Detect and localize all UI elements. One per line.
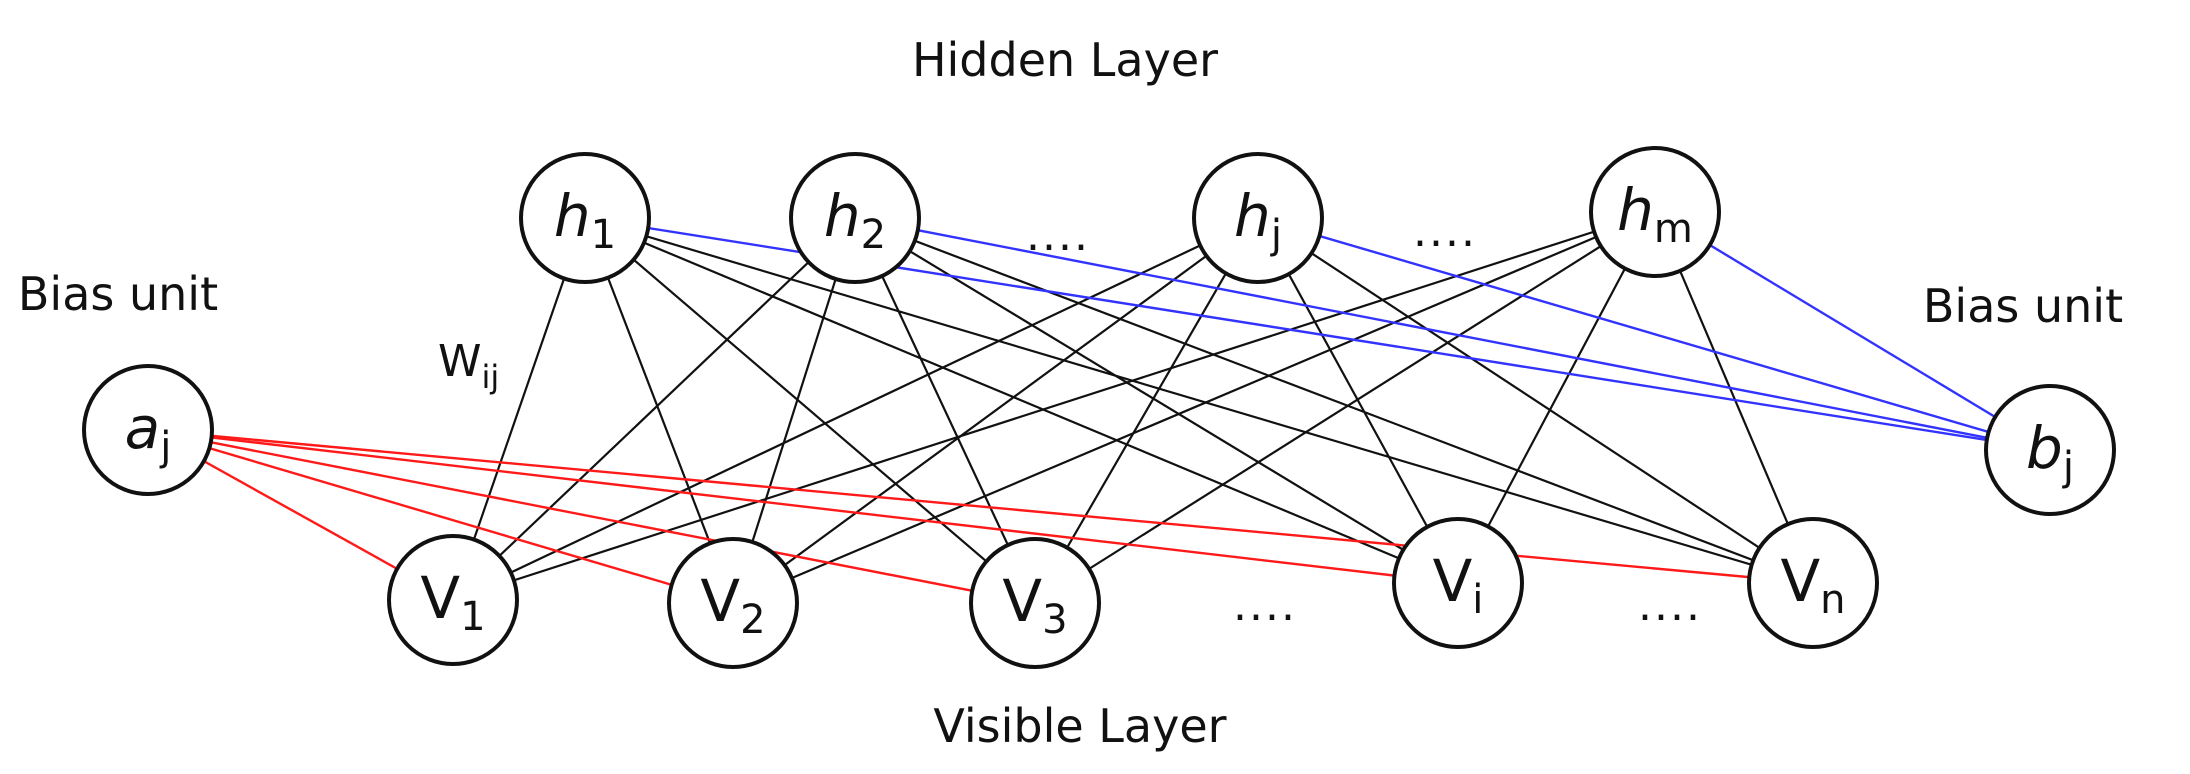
node-circle-vn: [1747, 517, 1879, 649]
node-circle-v3: [969, 537, 1101, 669]
node-label-hm: hm: [1617, 176, 1693, 252]
edge-bias-a-vn: [147, 428, 1814, 585]
node-subscript-v3: 3: [1042, 597, 1067, 643]
node-circle-v2: [667, 537, 799, 669]
node-symbol-b: b: [2026, 414, 2063, 482]
node-b: bj: [1984, 384, 2116, 516]
node-subscript-b: j: [2062, 444, 2074, 490]
edge-hm-vn: [1653, 211, 1815, 584]
node-vi: Vi: [1392, 517, 1524, 649]
node-label-b: bj: [2026, 414, 2074, 490]
node-v3: V3: [969, 537, 1101, 669]
hidden-ellipsis-1: ....: [1026, 210, 1090, 261]
node-circle-hj: [1192, 152, 1324, 284]
node-subscript-a: j: [159, 424, 171, 470]
node-symbol-h2: h: [824, 182, 861, 250]
node-label-hj: hj: [1234, 182, 1282, 258]
bias-unit-label-right: Bias unit: [1923, 279, 2123, 333]
hidden-layer-label: Hidden Layer: [912, 33, 1218, 87]
edge-bias-b-h2: [854, 216, 2051, 452]
node-subscript-h1: 1: [591, 212, 616, 258]
node-subscript-hm: m: [1654, 206, 1693, 252]
visible-ellipsis-2: ....: [1638, 580, 1702, 631]
node-label-v3: V3: [1002, 567, 1067, 643]
node-hj: hj: [1192, 152, 1324, 284]
node-symbol-vn: V: [1780, 547, 1820, 615]
node-subscript-hj: j: [1270, 212, 1282, 258]
node-label-vi: Vi: [1433, 547, 1484, 623]
node-hm: hm: [1589, 146, 1721, 278]
node-symbol-hj: h: [1234, 182, 1271, 250]
visible-layer-label: Visible Layer: [933, 699, 1226, 753]
edges-layer: [147, 210, 2051, 605]
weight-label-base: W: [438, 336, 482, 387]
edge-hj-v1: [452, 217, 1259, 601]
node-label-h2: h2: [824, 182, 886, 258]
node-h1: h1: [519, 152, 651, 284]
node-subscript-h2: 2: [861, 212, 886, 258]
edge-h1-v3: [584, 217, 1036, 604]
node-label-a: aj: [125, 394, 172, 470]
node-symbol-v2: V: [700, 567, 740, 635]
node-subscript-v2: 2: [740, 597, 765, 643]
edge-bias-b-hj: [1257, 216, 2051, 452]
edge-hm-vi: [1457, 211, 1656, 584]
edge-hj-vn: [1257, 217, 1814, 584]
edge-bias-a-v3: [147, 428, 1036, 605]
node-symbol-v3: V: [1002, 567, 1042, 635]
weight-label: Wij: [438, 336, 499, 396]
visible-ellipsis-1: ....: [1233, 580, 1297, 631]
node-circle-vi: [1392, 517, 1524, 649]
node-circle-h1: [519, 152, 651, 284]
node-vn: Vn: [1747, 517, 1879, 649]
node-subscript-v1: 1: [460, 594, 485, 640]
node-label-h1: h1: [554, 182, 616, 258]
node-v1: V1: [387, 534, 519, 666]
node-v2: V2: [667, 537, 799, 669]
edge-bias-a-v2: [147, 428, 734, 605]
edge-h2-v1: [452, 217, 856, 601]
edge-h2-vn: [854, 216, 1814, 585]
node-circle-h2: [789, 152, 921, 284]
edge-h2-v3: [854, 217, 1036, 604]
node-circle-a: [82, 364, 214, 496]
node-label-v2: V2: [700, 567, 765, 643]
node-symbol-hm: h: [1617, 176, 1654, 244]
node-h2: h2: [789, 152, 921, 284]
edge-h1-v1: [451, 217, 587, 601]
node-a: aj: [82, 364, 214, 496]
node-label-vn: Vn: [1780, 547, 1845, 623]
node-circle-hm: [1589, 146, 1721, 278]
node-symbol-vi: V: [1433, 547, 1473, 615]
node-circle-b: [1984, 384, 2116, 516]
node-symbol-h1: h: [554, 182, 591, 250]
edge-h2-v2: [731, 217, 857, 604]
node-subscript-vi: i: [1472, 577, 1483, 623]
node-symbol-v1: V: [420, 564, 460, 632]
edge-hm-v3: [1034, 211, 1656, 604]
edge-bias-a-vi: [147, 428, 1459, 585]
edge-h2-vi: [854, 217, 1459, 584]
edge-bias-b-hm: [1654, 210, 2051, 452]
node-subscript-vn: n: [1820, 577, 1845, 623]
edge-h1-vn: [584, 216, 1814, 585]
edge-h1-vi: [584, 216, 1459, 585]
weight-label-sub: ij: [482, 358, 500, 396]
edge-hm-v2: [732, 210, 1656, 605]
hidden-ellipsis-2: ....: [1413, 206, 1477, 257]
node-circle-v1: [387, 534, 519, 666]
node-label-v1: V1: [420, 564, 485, 640]
edge-hj-v2: [732, 217, 1259, 604]
node-symbol-a: a: [125, 394, 161, 462]
bias-unit-label-left: Bias unit: [18, 267, 218, 321]
